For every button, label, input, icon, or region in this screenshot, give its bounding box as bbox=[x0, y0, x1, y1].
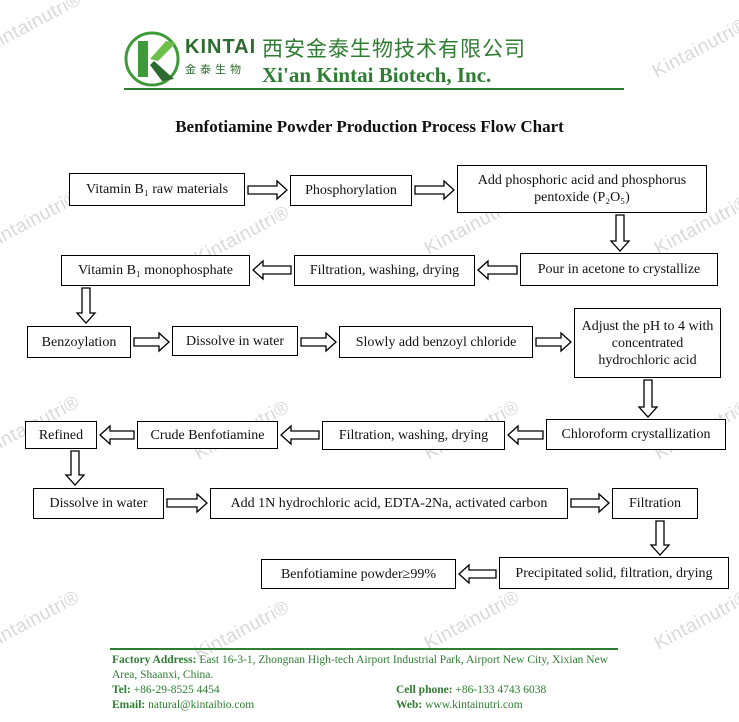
step-phosphorylation: Phosphorylation bbox=[290, 175, 412, 206]
flow-arrow bbox=[280, 424, 320, 446]
step-pour-acetone: Pour in acetone to crystallize bbox=[520, 253, 718, 286]
flow-arrow bbox=[477, 259, 518, 281]
company-name-cn: 西安金泰生物技术有限公司 bbox=[262, 37, 526, 61]
step-benfotiamine-powder: Benfotiamine powder≥99% bbox=[261, 559, 456, 589]
step-benzoylation: Benzoylation bbox=[27, 326, 131, 358]
step-benzoyl-chloride: Slowly add benzoyl chloride bbox=[339, 326, 533, 358]
page-title: Benfotiamine Powder Production Process F… bbox=[175, 117, 564, 136]
flow-arrow bbox=[458, 563, 497, 585]
flow-arrow bbox=[133, 331, 170, 353]
footer-web: Web: www.kintainutri.com bbox=[396, 698, 523, 713]
flow-arrow bbox=[414, 179, 455, 201]
flow-arrow bbox=[507, 424, 544, 446]
footer-email: Email: natural@kintaibio.com bbox=[112, 698, 254, 713]
step-adjust-ph: Adjust the pH to 4 with concentrated hyd… bbox=[574, 308, 721, 378]
web-label: Web: bbox=[396, 699, 423, 711]
flow-arrow bbox=[166, 492, 208, 514]
flow-arrow bbox=[252, 259, 292, 281]
footer-address: Factory Address: East 16-3-1, Zhongnan H… bbox=[112, 653, 627, 683]
footer-cell: Cell phone: +86-133 4743 6038 bbox=[396, 683, 546, 698]
flow-arrow bbox=[247, 179, 288, 201]
step-add-hcl-edta: Add 1N hydrochloric acid, EDTA-2Na, acti… bbox=[210, 488, 568, 519]
step-add-phosphoric-acid: Add phosphoric acid and phosphorus pento… bbox=[457, 165, 707, 213]
address-text: East 16-3-1, Zhongnan High-tech Airport … bbox=[112, 654, 609, 681]
flow-arrow bbox=[535, 331, 572, 353]
email-label: Email: bbox=[112, 699, 146, 711]
cell-label: Cell phone: bbox=[396, 684, 453, 696]
header-divider bbox=[124, 88, 624, 90]
flow-arrow bbox=[609, 214, 631, 252]
step-dissolve-water-1: Dissolve in water bbox=[172, 326, 298, 356]
step-dissolve-water-2: Dissolve in water bbox=[33, 488, 164, 519]
step-chloroform: Chloroform crystallization bbox=[546, 419, 726, 450]
footer-tel: Tel: +86-29-8525 4454 bbox=[112, 683, 220, 698]
flow-arrow bbox=[99, 424, 135, 446]
flow-arrow bbox=[570, 492, 610, 514]
flow-arrow bbox=[300, 331, 337, 353]
cell-value: +86-133 4743 6038 bbox=[455, 684, 547, 696]
flow-arrow bbox=[637, 379, 659, 418]
footer-divider bbox=[110, 648, 618, 650]
flow-arrow bbox=[75, 287, 97, 324]
step-vitamin-b1-monophosphate: Vitamin B₁ monophosphate bbox=[61, 255, 250, 286]
tel-value: +86-29-8525 4454 bbox=[133, 684, 220, 696]
logo-text: KINTAI bbox=[185, 36, 257, 58]
flow-arrow bbox=[64, 450, 86, 486]
step-filtration-2: Filtration, washing, drying bbox=[322, 421, 505, 450]
tel-label: Tel: bbox=[112, 684, 131, 696]
logo-cn-text: 金泰生物 bbox=[185, 63, 245, 76]
step-crude-benfotiamine: Crude Benfotiamine bbox=[137, 421, 278, 449]
step-filtration-1: Filtration, washing, drying bbox=[294, 255, 475, 286]
flow-arrow bbox=[649, 520, 671, 556]
step-filtration-3: Filtration bbox=[612, 488, 698, 519]
email-value[interactable]: natural@kintaibio.com bbox=[148, 699, 255, 711]
step-vitamin-b1-raw: Vitamin B₁ raw materials bbox=[69, 173, 245, 206]
step-precipitated-solid: Precipitated solid, filtration, drying bbox=[499, 557, 729, 589]
address-label: Factory Address: bbox=[112, 654, 197, 666]
step-refined: Refined bbox=[25, 421, 97, 449]
web-value[interactable]: www.kintainutri.com bbox=[425, 699, 523, 711]
company-name-en: Xi'an Kintai Biotech, Inc. bbox=[262, 63, 492, 87]
kintai-logo-icon bbox=[124, 31, 180, 87]
